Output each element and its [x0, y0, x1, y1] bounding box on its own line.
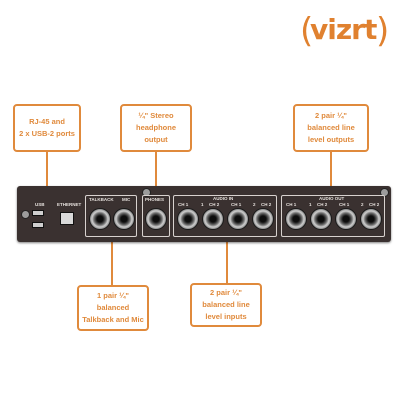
audio-out-pair-label: 1: [309, 202, 312, 207]
audio-out-ch-label: CH 2: [317, 202, 328, 207]
leader-talkback-mic: [111, 240, 113, 286]
callout-audio-out: 2 pair ¼" balanced line level outputs: [293, 104, 369, 152]
callout-audio-out-text: 2 pair ¼" balanced line level outputs: [307, 111, 355, 144]
screw-left: [21, 210, 30, 219]
audio-in-jack: [227, 208, 249, 230]
phones-group: [142, 195, 170, 237]
callout-talkback-mic: 1 pair ¼" balanced Talkback and Mic: [77, 285, 149, 331]
usb-port-2: [32, 222, 44, 228]
audio-out-jack: [310, 208, 332, 230]
audio-in-ch-label: CH 1: [178, 202, 189, 207]
audio-in-ch-label: CH 1: [231, 202, 242, 207]
logo-arc-right: ): [376, 11, 390, 51]
audio-out-pair-label: 2: [361, 202, 364, 207]
audio-out-ch-label: CH 2: [369, 202, 380, 207]
audio-out-label: AUDIO OUT: [319, 196, 345, 201]
mic-label: MIC: [122, 197, 131, 202]
audio-in-pair-label: 1: [201, 202, 204, 207]
audio-in-ch-label: CH 2: [261, 202, 272, 207]
device-back-panel: USB ETHERNET TALKBACK MIC PHONES AUDIO I…: [17, 186, 391, 242]
audio-in-label: AUDIO IN: [213, 196, 234, 201]
leader-usb-ethernet: [46, 152, 48, 188]
audio-out-ch-label: CH 1: [339, 202, 350, 207]
callout-usb-ethernet: RJ-45 and 2 x USB-2 ports: [13, 104, 81, 152]
talkback-jack: [89, 208, 111, 230]
audio-in-group: [173, 195, 277, 237]
audio-out-jack: [335, 208, 357, 230]
callout-usb-ethernet-text: RJ-45 and 2 x USB-2 ports: [19, 117, 75, 138]
ethernet-port: [60, 212, 74, 225]
audio-in-jack: [202, 208, 224, 230]
ethernet-label: ETHERNET: [57, 202, 82, 207]
phones-label: PHONES: [145, 197, 165, 202]
vizrt-logo: ( vizrt ): [300, 12, 392, 50]
audio-in-pair-label: 2: [253, 202, 256, 207]
phones-jack: [145, 208, 167, 230]
logo-wordmark: vizrt: [310, 13, 377, 46]
audio-out-group: [281, 195, 385, 237]
callout-phones: ¼" Stereo headphone output: [120, 104, 192, 152]
callout-audio-in-text: 2 pair ¼" balanced line level inputs: [202, 288, 250, 321]
callout-phones-text: ¼" Stereo headphone output: [135, 111, 176, 144]
audio-out-ch-label: CH 1: [286, 202, 297, 207]
leader-audio-out: [330, 152, 332, 188]
audio-in-jack: [252, 208, 274, 230]
audio-in-ch-label: CH 2: [209, 202, 220, 207]
talkback-label: TALKBACK: [89, 197, 114, 202]
leader-phones: [155, 152, 157, 192]
callout-audio-in: 2 pair ¼" balanced line level inputs: [190, 283, 262, 327]
usb-label: USB: [35, 202, 45, 207]
screw-top-middle: [142, 188, 151, 197]
usb-port-1: [32, 210, 44, 216]
logo-arc-left: (: [300, 11, 314, 51]
callout-talkback-mic-text: 1 pair ¼" balanced Talkback and Mic: [82, 291, 144, 324]
audio-in-jack: [177, 208, 199, 230]
audio-out-jack: [285, 208, 307, 230]
leader-audio-in: [226, 240, 228, 284]
talkback-mic-group: [85, 195, 137, 237]
audio-out-jack: [360, 208, 382, 230]
mic-jack: [113, 208, 135, 230]
